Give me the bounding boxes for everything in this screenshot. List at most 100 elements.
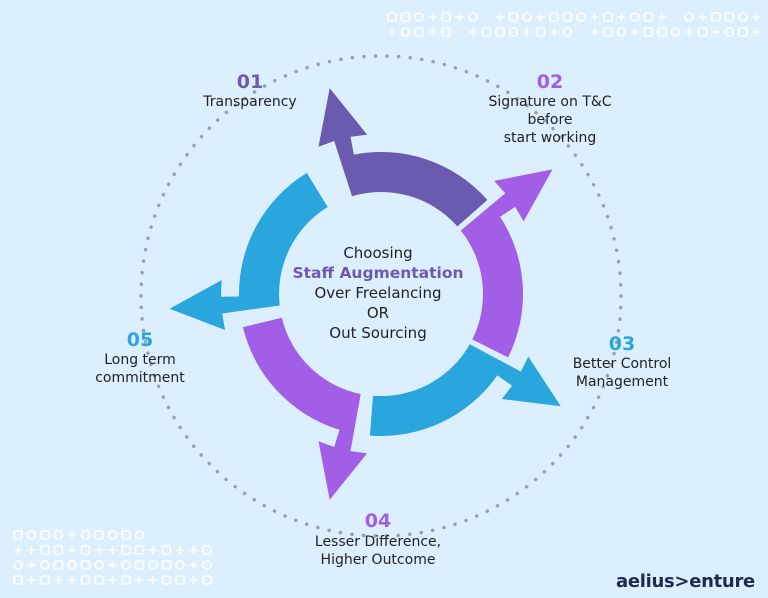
step-02-label-line: Signature on T&C: [488, 94, 612, 110]
pattern-glyph: [94, 530, 104, 540]
pattern-glyph: [175, 575, 185, 585]
pattern-glyph: [176, 546, 184, 554]
pattern-glyph: [121, 545, 131, 555]
pattern-glyph: [53, 560, 64, 570]
pattern-glyph: [27, 576, 36, 584]
pattern-glyph: [711, 12, 721, 22]
pattern-glyph: [643, 27, 654, 37]
cycle-ring: [169, 88, 561, 500]
cycle-segment-05: [169, 172, 328, 330]
pattern-glyph: [468, 12, 478, 22]
pattern-glyph: [80, 560, 91, 570]
pattern-glyph: [108, 561, 117, 569]
step-02-label-line: before: [527, 112, 573, 128]
pattern-glyph: [643, 12, 654, 22]
cycle-segment-01: [318, 88, 488, 227]
pattern-glyph: [148, 560, 158, 570]
pattern-glyph: [121, 560, 131, 570]
center-line-or: OR: [366, 304, 390, 322]
decorative-pattern-top: [387, 12, 761, 37]
pattern-glyph: [161, 575, 172, 585]
pattern-glyph: [161, 560, 172, 570]
pattern-glyph: [387, 12, 397, 22]
step-03-label: Better Control Management: [552, 355, 692, 391]
pattern-glyph: [508, 27, 519, 37]
pattern-glyph: [95, 546, 103, 554]
pattern-glyph: [590, 13, 599, 21]
pattern-glyph: [40, 560, 50, 570]
decorative-pattern-bottom: [13, 530, 212, 585]
pattern-glyph: [550, 28, 558, 36]
step-02-number: 02: [536, 71, 564, 93]
pattern-glyph: [149, 546, 157, 554]
pattern-glyph: [135, 576, 144, 584]
pattern-glyph: [161, 545, 172, 555]
pattern-glyph: [752, 13, 761, 21]
pattern-glyph: [428, 13, 437, 21]
pattern-glyph: [455, 13, 464, 21]
pattern-glyph: [617, 13, 626, 21]
pattern-glyph: [616, 27, 627, 37]
pattern-glyph: [134, 530, 145, 540]
center-line-outsourcing: Out Sourcing: [329, 324, 427, 342]
pattern-glyph: [202, 545, 212, 555]
cycle-segment-02: [460, 169, 553, 358]
pattern-glyph: [724, 12, 735, 22]
pattern-glyph: [712, 28, 720, 36]
pattern-glyph: [496, 13, 504, 21]
pattern-glyph: [26, 530, 37, 540]
pattern-glyph: [469, 28, 477, 36]
step-03-label-line: Better Control: [572, 356, 672, 372]
step-01-label-line: Transparency: [203, 94, 297, 110]
step-01-label: Transparency: [170, 93, 330, 111]
pattern-glyph: [400, 27, 411, 37]
pattern-glyph: [68, 546, 76, 554]
pattern-glyph: [670, 27, 681, 37]
pattern-glyph: [685, 28, 693, 36]
pattern-glyph: [27, 561, 36, 569]
pattern-glyph: [202, 560, 212, 570]
pattern-glyph: [414, 12, 424, 22]
pattern-glyph: [27, 546, 36, 554]
pattern-glyph: [67, 560, 77, 570]
step-02-label-line: start working: [503, 130, 597, 146]
step-05-label-line: Long term: [104, 352, 176, 368]
step-03-number: 03: [608, 333, 636, 355]
pattern-glyph: [13, 530, 23, 540]
pattern-glyph: [149, 576, 157, 584]
pattern-glyph: [414, 27, 424, 37]
pattern-glyph: [107, 530, 118, 540]
pattern-glyph: [68, 531, 76, 539]
pattern-glyph: [657, 27, 667, 37]
pattern-glyph: [388, 28, 396, 36]
pattern-glyph: [441, 12, 451, 22]
pattern-glyph: [13, 560, 23, 570]
pattern-glyph: [752, 28, 761, 36]
pattern-glyph: [549, 12, 559, 22]
step-04-label-line: Higher Outcome: [320, 552, 436, 568]
dotted-orbit: [139, 54, 623, 538]
pattern-glyph: [495, 27, 505, 37]
center-line-over: Over Freelancing: [314, 284, 442, 302]
pattern-glyph: [80, 530, 91, 540]
pattern-glyph: [522, 12, 532, 22]
pattern-glyph: [400, 12, 411, 22]
pattern-glyph: [14, 546, 22, 554]
center-highlight: Staff Augmentation: [292, 264, 464, 282]
step-02-label: Signature on T&C before start working: [470, 93, 630, 147]
pattern-glyph: [80, 545, 91, 555]
step-04-number: 04: [364, 510, 392, 532]
step-04-label-line: Lesser Difference,: [314, 534, 442, 550]
pattern-glyph: [80, 575, 91, 585]
center-text: Choosing Staff Augmentation Over Freelan…: [270, 243, 486, 343]
pattern-glyph: [631, 28, 639, 36]
pattern-glyph: [603, 27, 613, 37]
step-05-label: Long term commitment: [80, 351, 200, 387]
pattern-glyph: [428, 28, 437, 36]
pattern-glyph: [202, 575, 212, 585]
pattern-glyph: [698, 13, 707, 21]
pattern-glyph: [121, 575, 131, 585]
brand-logo: aelius>enture: [616, 571, 755, 592]
pattern-glyph: [189, 546, 198, 554]
pattern-glyph: [189, 576, 198, 584]
